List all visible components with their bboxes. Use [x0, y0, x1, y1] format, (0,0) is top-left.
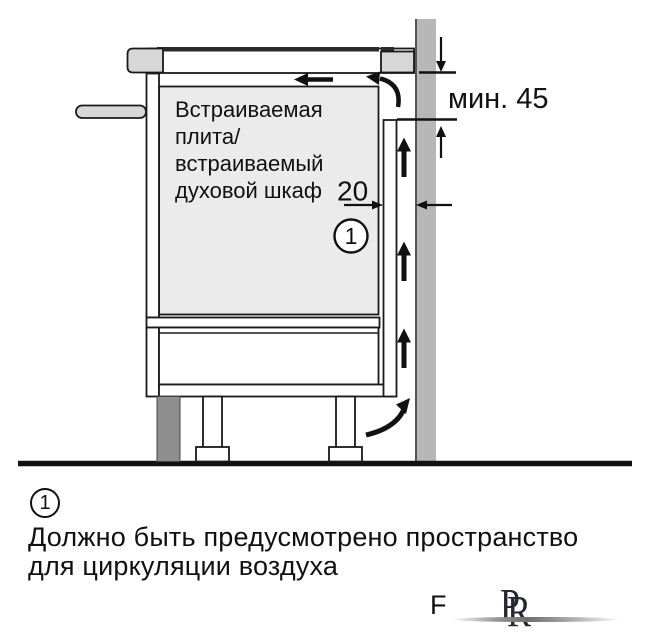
appliance-label-line2: плита/ [175, 124, 241, 149]
plinth [156, 396, 181, 462]
right-leg [335, 395, 356, 449]
back-panel [382, 119, 398, 398]
min-clearance-value: мин. 45 [448, 83, 549, 115]
watermark-letter-r: R [507, 587, 532, 636]
airflow-up-arrow-1-icon [397, 137, 411, 177]
watermark-letter-f: F [430, 590, 447, 620]
airflow-left-arrow-icon [294, 73, 333, 86]
gap-dimension-value: 20 [337, 176, 368, 207]
airflow-bottom-curve-arrow-icon [365, 398, 410, 438]
hob-glass-edge [157, 47, 379, 52]
min45-down-arrow-icon [436, 37, 446, 72]
drawer-front [145, 326, 160, 398]
installation-diagram: 1 Встраиваемая плита/ встраиваемый духов… [18, 19, 632, 467]
oven-door-front [145, 72, 160, 319]
appliance-label-line4: духовой шкаф [175, 178, 322, 203]
callout-circle [333, 218, 369, 254]
gap20-left-arrow-icon [416, 200, 452, 210]
appliance-label-line1: Встраиваемая [175, 97, 323, 122]
dimension-marks [344, 37, 457, 210]
appliance-label-line3: встраиваемый [175, 151, 323, 176]
drawer-box [158, 326, 380, 386]
right-foot [328, 446, 363, 463]
airflow-top-curve-arrow-icon [366, 71, 401, 108]
watermark-letter-p: P [500, 579, 520, 630]
airflow-up-arrow-2-icon [397, 241, 411, 281]
footnote-callout-circle: 1 [30, 488, 60, 518]
countertop [126, 47, 415, 74]
footnote-line1: Должно быть предусмотрено пространство [28, 522, 579, 552]
cabinet-bottom-panel [158, 383, 396, 398]
cabinet-rail [145, 316, 381, 329]
gap20-right-arrow-icon [344, 200, 383, 210]
footnote-callout-number: 1 [39, 491, 51, 514]
countertop-right-trim [380, 50, 415, 74]
hob-glass-tab [381, 47, 394, 52]
cabinet [75, 72, 398, 463]
countertop-left-trim [126, 47, 164, 74]
wall [415, 19, 436, 462]
min45-up-arrow-icon [436, 126, 446, 158]
watermark-swoosh [452, 617, 620, 622]
airflow-up-arrow-3-icon [397, 328, 411, 368]
countertop-body [146, 47, 415, 74]
left-foot [195, 446, 230, 463]
oven-door-handle [75, 104, 147, 119]
callout-number: 1 [345, 223, 358, 249]
diagram-callout-1: 1 [333, 218, 369, 254]
left-leg [202, 395, 223, 449]
footnote-text: Должно быть предусмотрено пространство д… [28, 523, 578, 581]
footnote-line2: для циркуляции воздуха [28, 551, 339, 581]
airflow-arrows [294, 71, 411, 438]
